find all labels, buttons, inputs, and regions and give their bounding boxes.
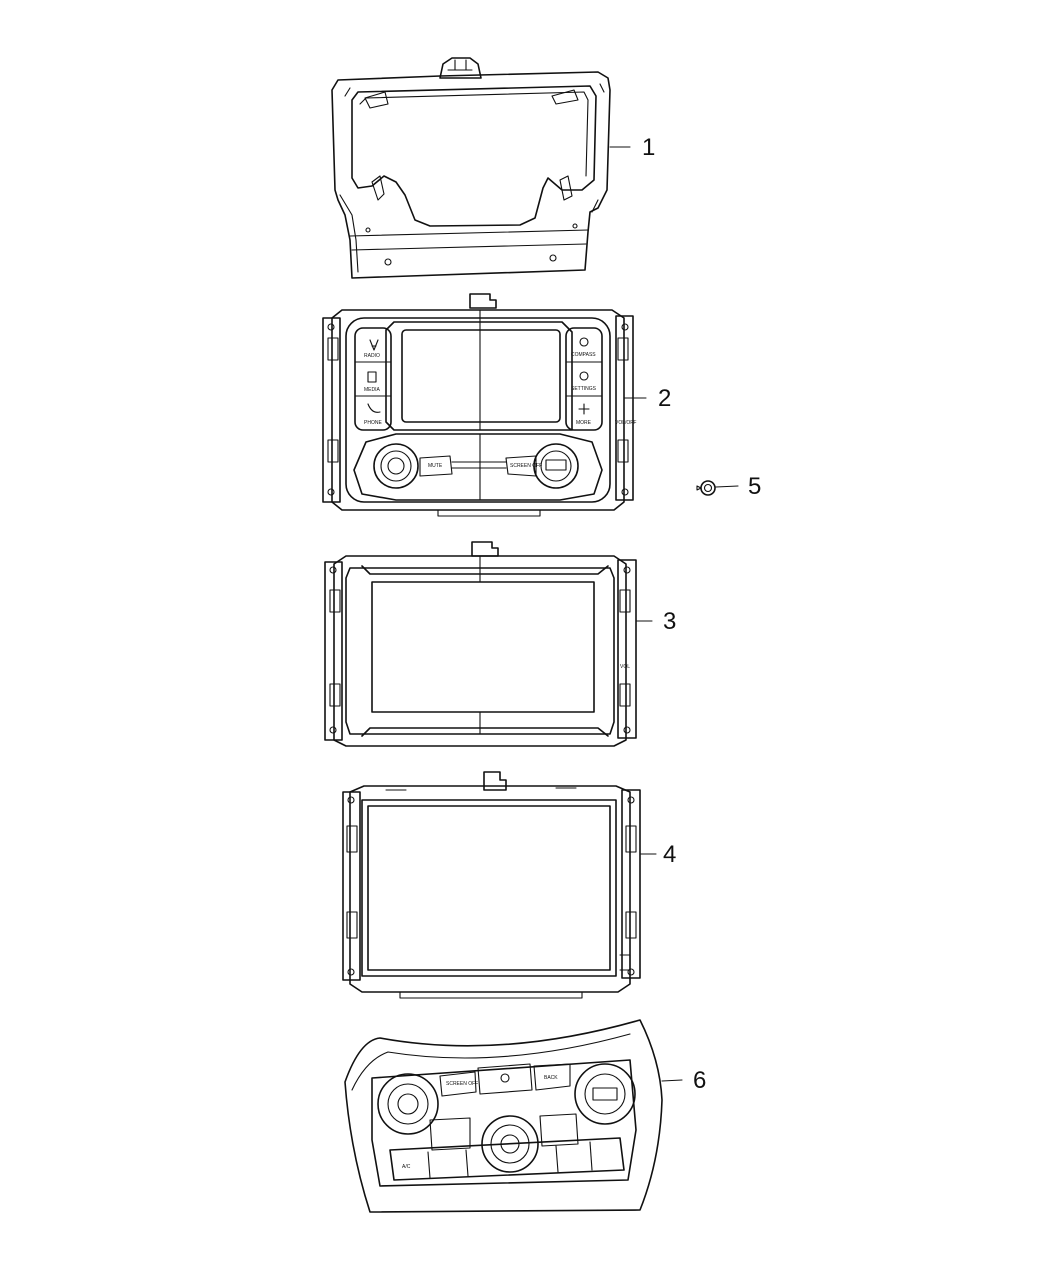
phone-icon xyxy=(367,403,381,413)
more-button-label: MORE xyxy=(576,420,592,426)
radio-icon xyxy=(369,339,379,351)
part-4-touchscreen-radio xyxy=(342,771,641,999)
part-2-radio-unit: RADIO MEDIA PHONE COMPASS SETTINGS MORE … xyxy=(322,293,636,517)
temperature-knob-left xyxy=(377,1073,439,1135)
compass-icon xyxy=(579,337,589,347)
callout-6: 6 xyxy=(693,1067,706,1094)
fan-knob xyxy=(481,1115,539,1173)
temperature-knob-right xyxy=(574,1063,636,1125)
volume-knob xyxy=(373,443,419,489)
vol-off-label: VOL/OFF xyxy=(615,420,636,426)
part-6-climate-control-panel: SCREEN OFF BACK A/C xyxy=(344,1019,663,1213)
media-icon xyxy=(367,371,377,383)
mute-label: MUTE xyxy=(428,463,443,469)
screen-off-label: SCREEN OFF xyxy=(510,463,542,469)
phone-button-label: PHONE xyxy=(364,420,382,426)
callout-4: 4 xyxy=(663,841,676,868)
gear-icon xyxy=(579,371,589,381)
back-button-label: BACK xyxy=(544,1075,558,1081)
callout-leaders xyxy=(609,146,739,1082)
callout-3: 3 xyxy=(663,608,676,635)
callout-5: 5 xyxy=(748,473,761,500)
part-5-fastener xyxy=(696,480,716,496)
settings-button-label: SETTINGS xyxy=(571,386,597,392)
callout-2: 2 xyxy=(658,385,671,412)
screen-off-button-label: SCREEN OFF xyxy=(446,1081,478,1087)
tune-knob xyxy=(533,443,579,489)
vol-label: VOL xyxy=(620,664,630,670)
radio-button-label: RADIO xyxy=(364,353,380,359)
media-button-label: MEDIA xyxy=(364,387,381,393)
plus-icon xyxy=(578,403,590,415)
power-icon xyxy=(500,1073,510,1083)
part-1-mounting-bracket xyxy=(331,57,611,279)
compass-button-label: COMPASS xyxy=(571,352,596,358)
part-3-display-radio: VOL xyxy=(324,541,637,747)
ac-button-label: A/C xyxy=(402,1164,411,1170)
callout-1: 1 xyxy=(642,134,655,161)
